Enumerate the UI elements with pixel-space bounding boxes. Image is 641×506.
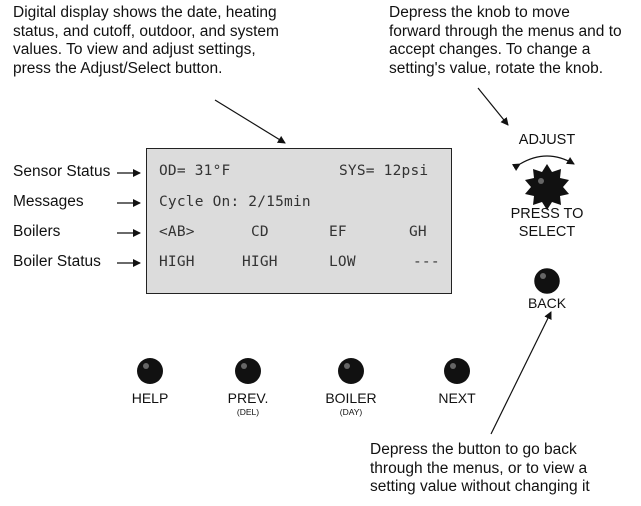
help-button[interactable]: [137, 358, 163, 384]
message-readout: Cycle On: 2/15min: [159, 194, 311, 210]
help-button-label: HELP: [131, 390, 169, 406]
back-callout: Depress the button to go back through th…: [370, 441, 590, 497]
back-button-highlight: [540, 273, 546, 279]
back-callout-line: setting value without changing it: [370, 478, 590, 495]
display-callout-line: Digital display shows the date, heating: [13, 4, 277, 21]
row-label-messages: Messages: [13, 193, 84, 210]
knob-callout-line: forward through the menus and to: [389, 22, 622, 40]
knob-callout-line: accept changes. To change a: [389, 41, 591, 58]
next-button[interactable]: [444, 358, 470, 384]
boiler-button-sublabel: (DAY): [339, 407, 363, 417]
knob-highlight: [538, 178, 544, 184]
prev-button[interactable]: [235, 358, 261, 384]
next-button-highlight: [450, 363, 456, 369]
boiler-pair-cd: CD: [251, 224, 269, 240]
row-label-boilers: Boilers: [13, 223, 61, 240]
knob-callout-line: Depress the knob to move: [389, 4, 570, 21]
next-button-label: NEXT: [438, 390, 476, 406]
outdoor-temp-readout: OD= 31°F: [159, 163, 231, 179]
boiler-pair-ab: <AB>: [159, 224, 195, 240]
boiler-pair-gh: GH: [409, 224, 427, 240]
row-label-sensor-status: Sensor Status: [13, 163, 111, 180]
prev-button-highlight: [241, 363, 247, 369]
boiler-status-ef: LOW: [329, 254, 356, 270]
boiler-status-cd: HIGH: [242, 254, 278, 270]
boiler-button-label: BOILER: [325, 390, 377, 406]
adjust-label: ADJUST: [518, 132, 576, 148]
boiler-pair-ef: EF: [329, 224, 347, 240]
adjust-knob[interactable]: [525, 164, 569, 210]
knob-callout-line: setting's value, rotate the knob.: [389, 59, 604, 77]
back-button[interactable]: [534, 268, 560, 294]
row-label-boiler-status: Boiler Status: [13, 253, 101, 270]
display-callout: Digital display shows the date, heating …: [13, 4, 279, 78]
back-button-label: BACK: [527, 295, 567, 311]
display-leader-arrow: [214, 99, 286, 144]
boiler-status-gh: ---: [413, 254, 440, 270]
boiler-status-ab: HIGH: [159, 254, 195, 270]
press-to-label: PRESS TO: [510, 206, 584, 222]
display-callout-line: status, and cutoff, outdoor, and system: [13, 22, 279, 40]
select-label: SELECT: [518, 224, 576, 240]
boiler-button[interactable]: [338, 358, 364, 384]
back-leader-arrow: [490, 311, 552, 435]
rotate-arc-icon: [511, 155, 575, 172]
display-callout-line: values. To view and adjust settings,: [13, 41, 256, 58]
display-callout-line: press the Adjust/Select button.: [13, 59, 223, 77]
back-callout-line: through the menus, or to view a: [370, 459, 588, 477]
knob-callout: Depress the knob to move forward through…: [389, 4, 622, 78]
knob-leader-arrow: [477, 87, 509, 126]
help-button-highlight: [143, 363, 149, 369]
lcd-display: OD= 31°F SYS= 12psi Cycle On: 2/15min <A…: [146, 148, 452, 294]
boiler-button-highlight: [344, 363, 350, 369]
back-callout-line: Depress the button to go back: [370, 441, 577, 458]
prev-button-sublabel: (DEL): [236, 407, 260, 417]
prev-button-label: PREV.: [227, 390, 269, 406]
system-pressure-readout: SYS= 12psi: [339, 163, 429, 179]
